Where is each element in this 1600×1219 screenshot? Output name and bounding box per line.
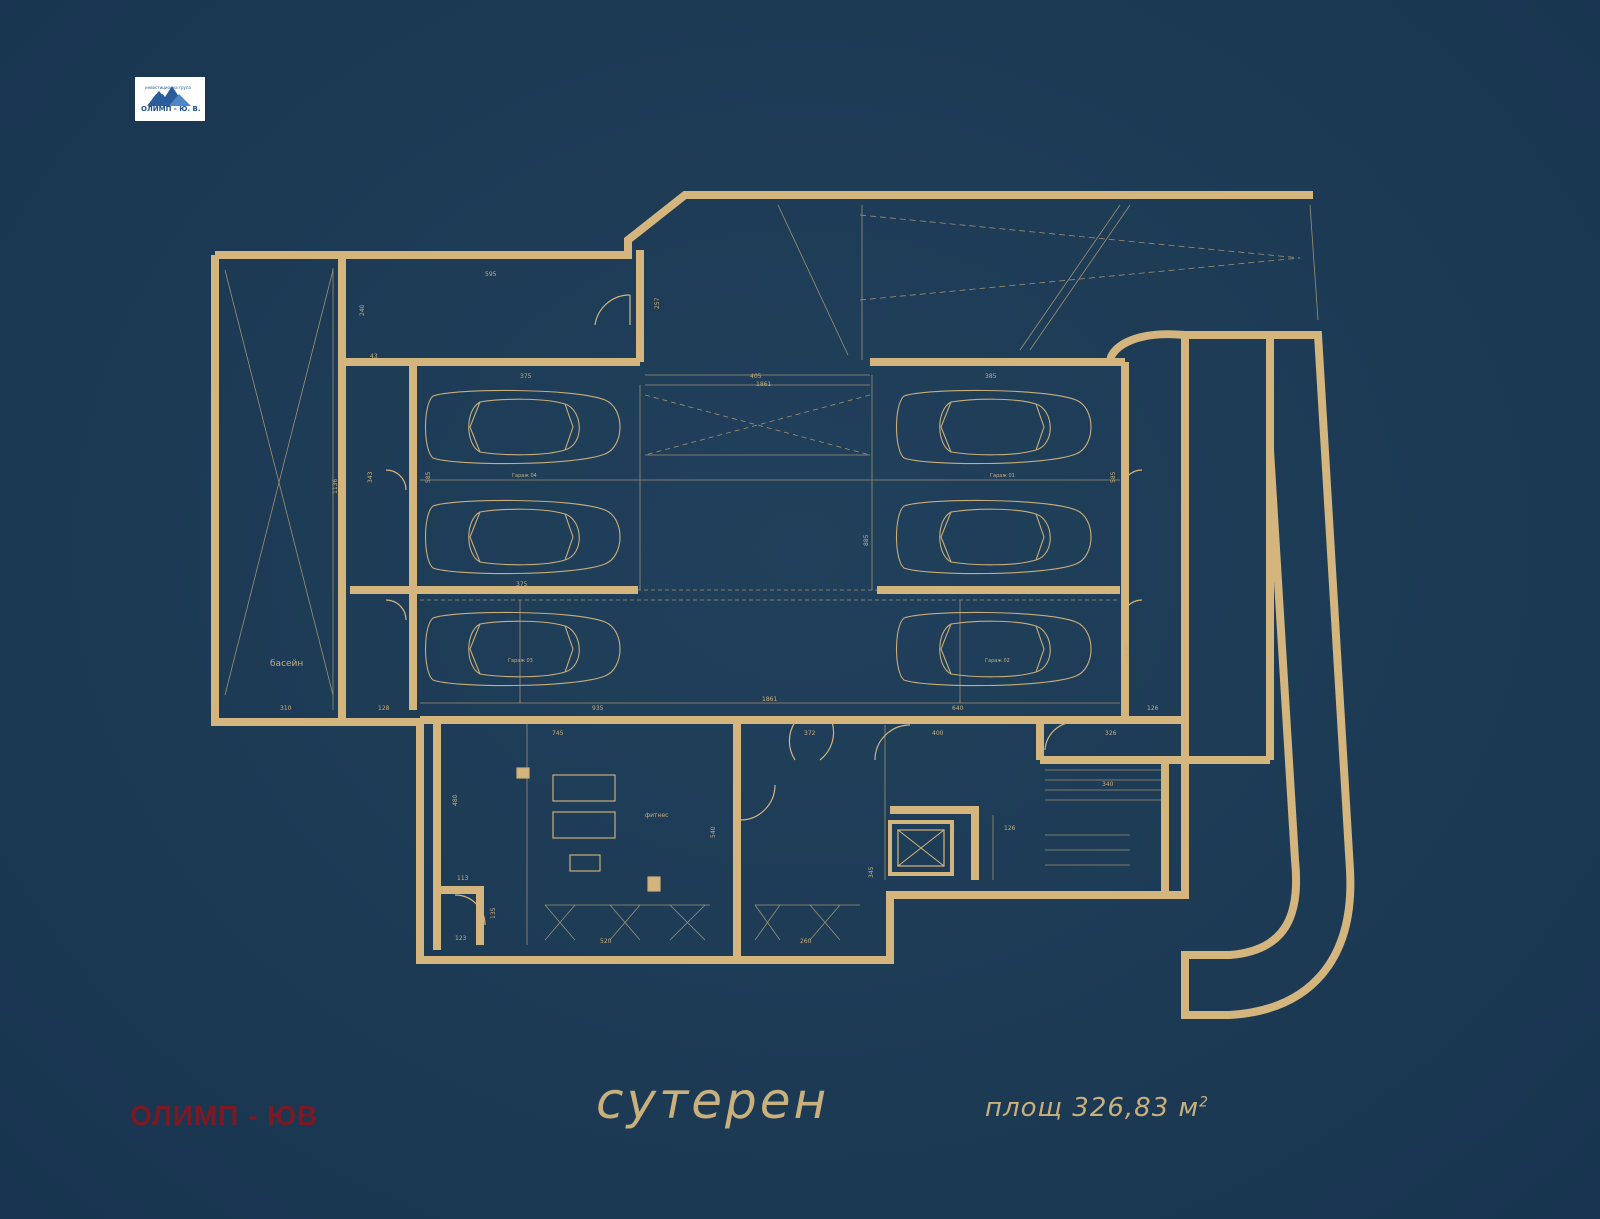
area-unit-sup: 2 (1199, 1094, 1210, 1111)
dim-375a: 375 (520, 373, 532, 380)
dim-43: 43 (370, 353, 378, 360)
label-garage-02: Гараж 02 (985, 658, 1010, 664)
car-icon (425, 611, 621, 687)
dim-128: 128 (378, 705, 390, 712)
dim-343: 343 (367, 471, 374, 483)
dim-935: 935 (592, 705, 604, 712)
fitness-equipment (516, 767, 661, 892)
treadmill-1-icon (552, 774, 616, 802)
plan-title: сутерен (596, 1072, 830, 1130)
dim-310: 310 (280, 705, 292, 712)
label-garage-04: Гараж 04 (512, 473, 537, 479)
dim-540: 540 (710, 826, 717, 838)
dim-585a: 585 (425, 471, 432, 483)
elevator-shaft (888, 820, 954, 876)
dim-326: 326 (1105, 730, 1117, 737)
dim-375b: 375 (516, 581, 528, 588)
parked-cars (425, 389, 1092, 687)
floor-area: площ 326,83 м2 (985, 1093, 1209, 1123)
dim-1861: 1861 (756, 381, 771, 388)
area-unit: м (1178, 1093, 1200, 1123)
dim-595: 595 (485, 271, 497, 278)
dim-340: 340 (1102, 781, 1114, 788)
dim-372: 372 (804, 730, 816, 737)
mountain-logo-icon (147, 86, 191, 106)
dim-126: 126 (1147, 705, 1159, 712)
logo-tagline: инвестиционна група (145, 85, 191, 90)
dim-126b: 126 (1004, 825, 1016, 832)
dim-1861b: 1861 (762, 696, 777, 703)
dim-113: 113 (457, 875, 469, 882)
room-labels: басейн фитнес Гараж 04 Гараж 01 Гараж 03… (270, 473, 1015, 819)
area-label: площ (985, 1093, 1064, 1123)
dim-405: 405 (750, 373, 762, 380)
label-garage-03: Гараж 03 (508, 658, 533, 664)
car-icon (896, 389, 1092, 465)
dim-640: 640 (952, 705, 964, 712)
label-pool: басейн (270, 659, 303, 669)
dimension-labels: 595 240 257 43 375 405 1861 385 343 585 … (280, 271, 1159, 945)
logo-name: ОЛИМП - Ю. В. (141, 105, 201, 113)
car-icon (896, 499, 1092, 575)
treadmill-2-icon (552, 811, 616, 839)
dim-345: 345 (868, 866, 875, 878)
doors (385, 294, 1143, 926)
dim-260: 260 (800, 938, 812, 945)
building-walls (211, 191, 1355, 1019)
dim-585b: 585 (1110, 471, 1117, 483)
brand-name: ОЛИМП - ЮВ (130, 1100, 319, 1131)
dim-257: 257 (654, 297, 661, 309)
bike-icon (569, 854, 601, 872)
dim-885: 885 (863, 534, 870, 546)
dim-520: 520 (600, 938, 612, 945)
door-storage (594, 294, 631, 326)
dim-123: 123 (455, 935, 467, 942)
company-logo: инвестиционна група ОЛИМП - Ю. В. (135, 77, 205, 121)
car-icon (425, 499, 621, 575)
car-icon (425, 389, 621, 465)
dim-480: 480 (452, 794, 459, 806)
car-icon (896, 611, 1092, 687)
label-fitness: фитнес (645, 812, 668, 819)
dim-400b: 400 (1124, 645, 1131, 657)
dim-240: 240 (359, 304, 366, 316)
area-value: 326,83 (1072, 1093, 1170, 1123)
dim-745: 745 (552, 730, 564, 737)
thin-construction-lines (224, 204, 1319, 945)
label-garage-01: Гараж 01 (990, 473, 1015, 479)
dim-385: 385 (985, 373, 997, 380)
dim-135: 135 (490, 907, 497, 919)
dim-1136: 1136 (332, 479, 339, 494)
dim-400: 400 (932, 730, 944, 737)
